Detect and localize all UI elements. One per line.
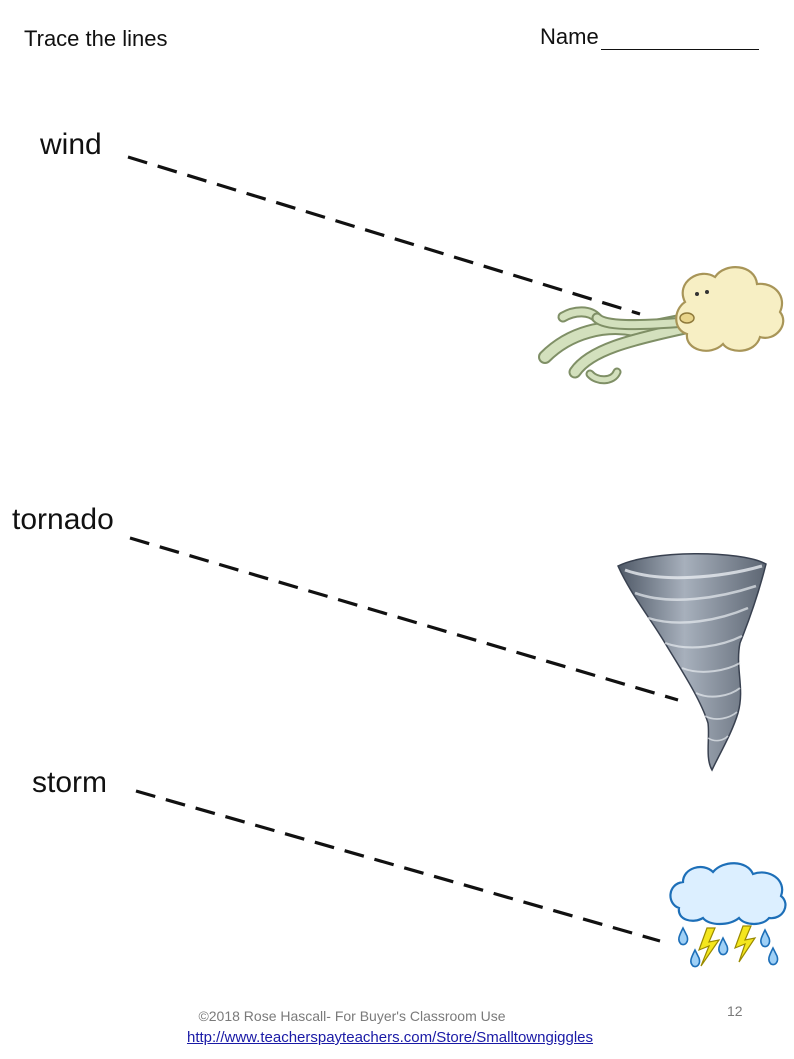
word-storm: storm [32,766,107,799]
tornado-icon [617,553,767,772]
instruction-heading: Trace the lines [24,26,168,51]
trace-line-tornado[interactable] [129,536,679,702]
word-tornado: tornado [12,503,114,536]
storm-cloud-icon [669,862,787,968]
copyright-notice: ©2018 Rose Hascall- For Buyer's Classroo… [198,1008,506,1024]
trace-line-wind[interactable] [127,155,641,316]
store-link[interactable]: http://www.teacherspayteachers.com/Store… [186,1029,594,1046]
page-number: 12 [727,1003,743,1019]
name-write-line[interactable] [600,27,759,50]
wind-cloud-icon [538,266,785,385]
word-wind: wind [40,128,102,161]
trace-line-storm[interactable] [135,789,661,943]
name-field[interactable]: Name [540,24,759,50]
name-label: Name [540,24,599,49]
